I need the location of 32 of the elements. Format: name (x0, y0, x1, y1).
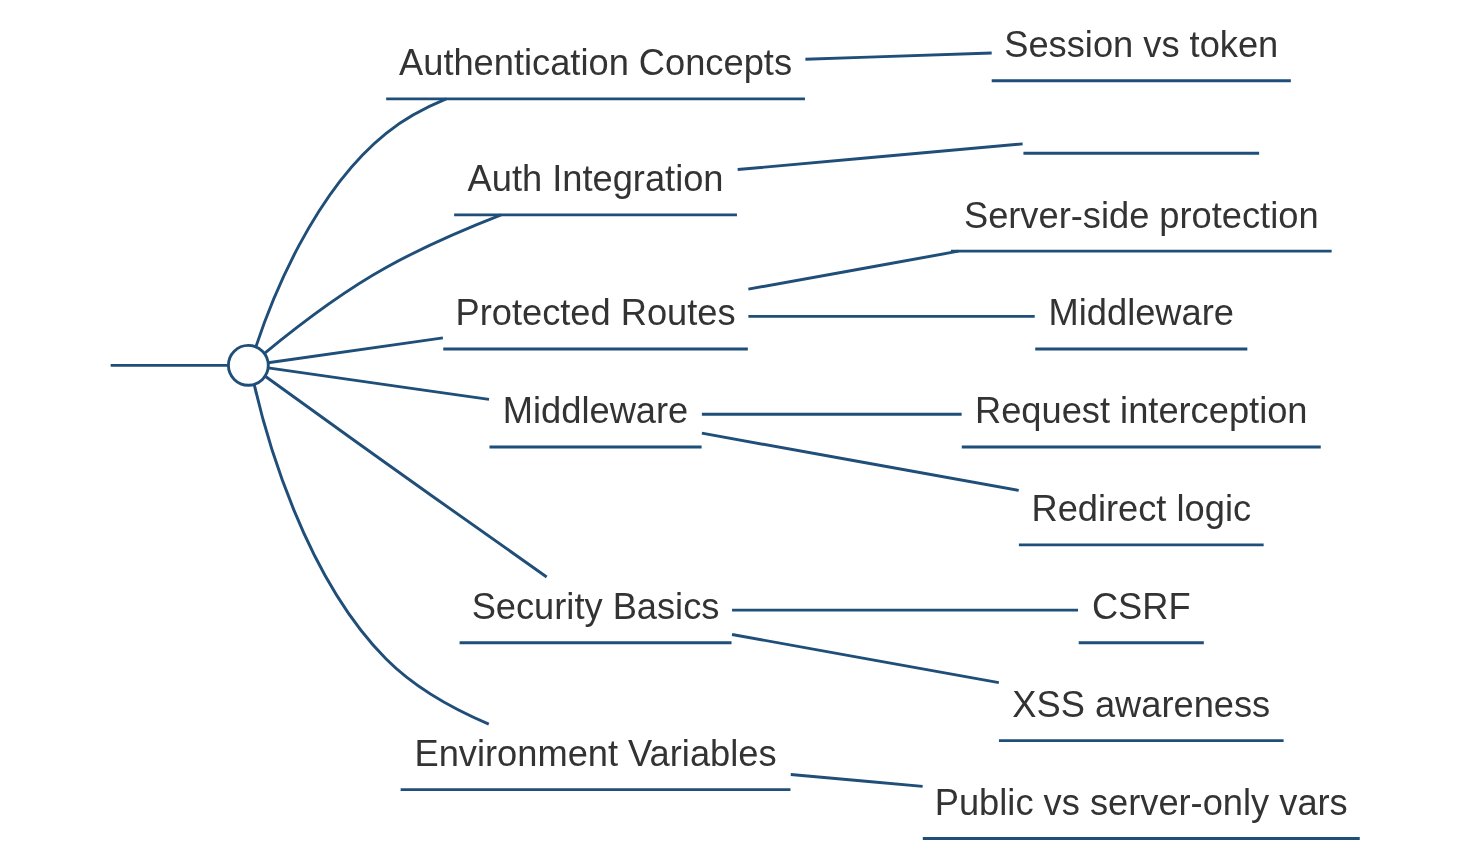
node-text: Public vs server-only vars (934, 781, 1348, 823)
node-text: Session vs token (1004, 24, 1279, 66)
connector (731, 633, 1000, 685)
node-circle (226, 343, 270, 387)
connector (805, 51, 992, 61)
connector (732, 608, 1078, 612)
node-text: Middleware (502, 390, 689, 432)
node-text: Request interception (975, 390, 1308, 432)
connector (748, 314, 1035, 318)
connector (252, 384, 490, 726)
node-text: Middleware (1048, 292, 1234, 334)
connector (790, 773, 923, 788)
connector (748, 249, 959, 291)
node-text: Server-side protection (963, 194, 1319, 236)
node-text: XSS awareness (1012, 684, 1271, 726)
node-text: Security Basics (471, 586, 720, 628)
connector (737, 142, 1023, 171)
connector (254, 97, 447, 348)
node-text: Auth Integration (467, 158, 724, 200)
node-line (1023, 151, 1260, 155)
node-text: Redirect logic (1031, 488, 1252, 530)
connector (701, 412, 962, 416)
connector (267, 336, 444, 365)
node-text: Protected Routes (455, 292, 736, 334)
node-text: Environment Variables (414, 733, 777, 775)
node-text: Authentication Concepts (399, 42, 793, 84)
connector (264, 375, 548, 579)
connector (110, 363, 229, 367)
connector (267, 366, 490, 401)
node-text: CSRF (1091, 586, 1191, 628)
connector (701, 431, 1019, 492)
connector (263, 213, 502, 355)
